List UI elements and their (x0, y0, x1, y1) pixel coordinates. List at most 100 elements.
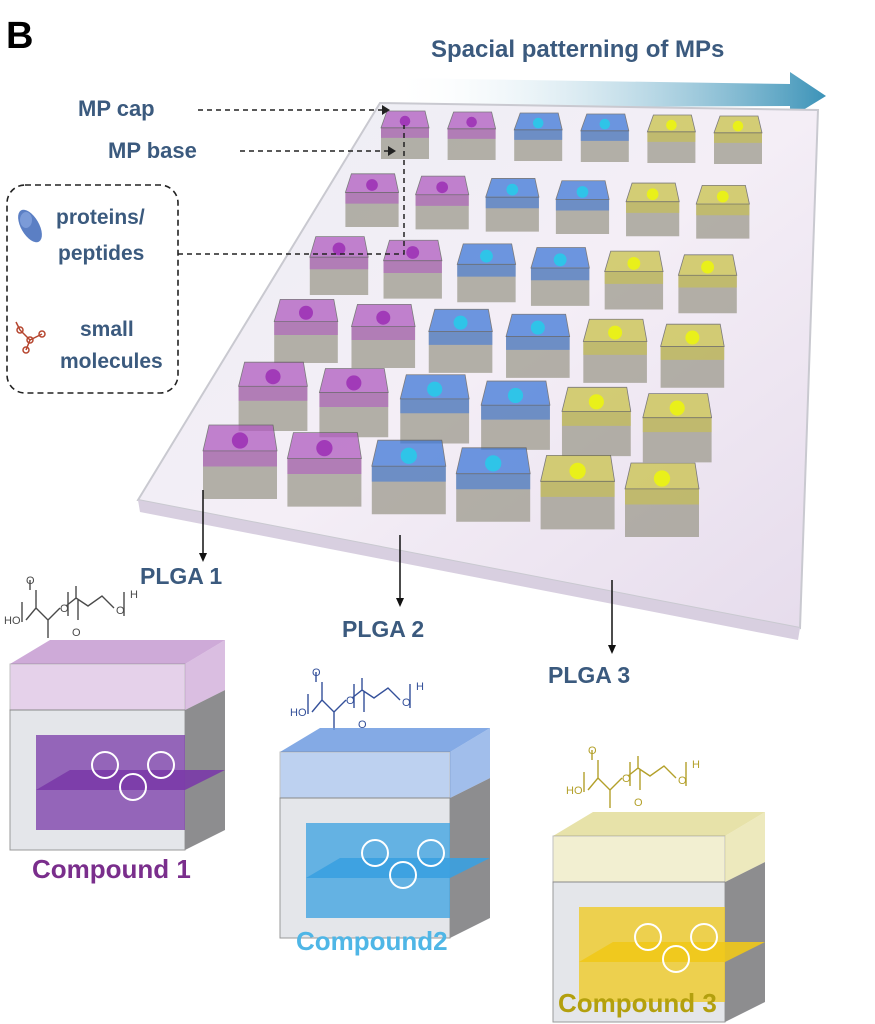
mp-cap-dot (553, 253, 567, 267)
mp-cap-dot (627, 257, 641, 270)
plate-edge (138, 500, 800, 640)
legend-small-line1: small (80, 318, 134, 341)
payload-particle (634, 923, 662, 951)
proteins-leader (178, 125, 405, 255)
microparticle (580, 113, 630, 162)
chem-atom-h: H (692, 759, 700, 771)
mp-cap-dot (436, 181, 449, 194)
chem-atom-o: O (26, 575, 35, 587)
mp-cap-dot (732, 120, 744, 132)
small-molecule-icon (15, 321, 46, 354)
payload-particle (662, 945, 690, 973)
panel-letter: B (6, 15, 33, 57)
chem-atom-o: O (358, 719, 367, 731)
plga3-label: PLGA 3 (548, 662, 630, 688)
microparticle (713, 115, 763, 164)
compound3-microparticle (552, 812, 765, 1023)
payload-particle (389, 861, 417, 889)
mp-cap-dot (588, 394, 604, 410)
arrow-head (388, 146, 396, 156)
payload-particle (417, 839, 445, 867)
chem-atom-o: O (116, 605, 125, 617)
legend-proteins-line1: proteins/ (56, 206, 145, 229)
microparticle (642, 393, 713, 463)
mp-cap-dot (532, 117, 544, 129)
mp-cap-dot (685, 330, 700, 345)
mp-cap-dot (265, 369, 281, 385)
chem-atom-o: O (346, 695, 355, 707)
mp-cap-dot (716, 190, 729, 203)
mp-cap-dot (366, 179, 378, 191)
mp-cap-dot (569, 462, 586, 480)
legend-small-line2: molecules (60, 350, 163, 373)
microparticle (309, 236, 369, 295)
mp-cap-dot (332, 242, 346, 256)
microparticle (447, 111, 497, 160)
chem-atom-o: O (678, 775, 687, 787)
microparticle (625, 182, 680, 237)
mp-cap-dot (701, 260, 715, 274)
chem-atom-ho: HO (566, 785, 583, 797)
chem-atom-o: O (402, 697, 411, 709)
microparticle (646, 114, 696, 163)
mp-cap-dot (427, 381, 443, 397)
mp-cap-dot (576, 186, 589, 198)
microparticle (624, 462, 700, 537)
mp-cap-dot (666, 119, 677, 131)
microparticle (286, 432, 362, 507)
payload-particle (147, 751, 175, 779)
microparticle (238, 361, 308, 431)
mp-cap-dot (485, 455, 502, 472)
microparticle (455, 447, 531, 522)
mp-cap-dot (506, 183, 519, 196)
microparticle (350, 303, 416, 368)
title: Spacial patterning of MPs (431, 36, 724, 63)
mp-cap-dot (316, 440, 333, 457)
compound3-label: Compound 3 (558, 988, 717, 1018)
mp-cap-dot (231, 432, 249, 449)
mp-cap-dot (480, 249, 493, 263)
chem-atom-o: O (72, 627, 81, 639)
plga1-label: PLGA 1 (140, 563, 222, 589)
chem-atom-o: O (60, 603, 69, 615)
microparticle (371, 439, 447, 515)
microparticle (415, 175, 470, 230)
microparticle (480, 380, 551, 450)
microparticle (604, 250, 664, 310)
mp-cap-dot (507, 387, 524, 404)
arrow-head (382, 105, 390, 115)
microparticle (561, 386, 632, 457)
microparticle (555, 180, 610, 234)
compound2-microparticle (279, 728, 490, 939)
mp-cap-label: MP cap (78, 96, 155, 121)
mp-cap-dot (346, 375, 362, 391)
compound1-label: Compound 1 (32, 854, 191, 884)
mp-cap-dot (646, 188, 659, 201)
chem-atom-ho: HO (4, 615, 21, 627)
microparticle (660, 323, 725, 388)
microparticle (485, 178, 540, 232)
chem-atom-h: H (416, 681, 424, 693)
payload-particle (91, 751, 119, 779)
mp-cap-dot (400, 447, 417, 464)
legend-proteins-line2: peptides (58, 242, 144, 265)
microparticle (318, 368, 389, 438)
microparticle (695, 184, 750, 239)
payload-particle (361, 839, 389, 867)
mp-base-label: MP base (108, 138, 197, 163)
microparticle (540, 454, 616, 530)
chem-atom-o: O (622, 773, 631, 785)
microparticle (530, 247, 590, 306)
mp-cap-dot (376, 310, 391, 325)
microparticle (456, 243, 517, 303)
mp-cap-dot (399, 115, 411, 127)
protein-icon (18, 209, 42, 243)
mp-cap-dot (299, 305, 313, 320)
microparticle (677, 254, 738, 314)
microparticle (428, 308, 493, 373)
compound1-microparticle (9, 640, 225, 851)
